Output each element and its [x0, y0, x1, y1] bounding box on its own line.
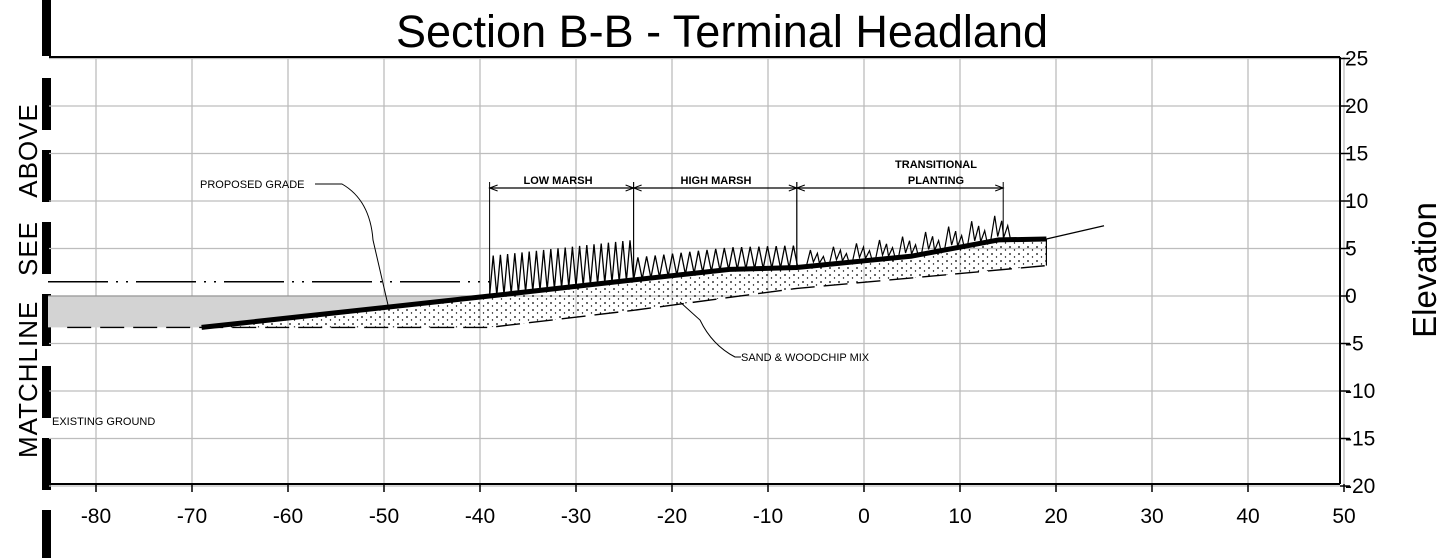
- y-tick-label: -15: [1345, 428, 1375, 451]
- transitional-plant: [921, 231, 943, 254]
- vegetation: [488, 215, 1012, 297]
- y-tick-label: -10: [1345, 380, 1375, 403]
- y-tick-label: 10: [1345, 190, 1368, 213]
- x-tick-label: 30: [1140, 505, 1163, 528]
- x-axis-ticks: -80 -70 -60 -50 -40 -30 -20 -10 0 10 20 30 40 50: [81, 484, 1356, 528]
- zone-arrow: [995, 184, 1005, 192]
- matchline-label: MATCHLINE SEE ABOVE: [13, 103, 43, 458]
- transitional-plant: [805, 249, 827, 267]
- x-tick-label: -80: [81, 505, 111, 528]
- x-tick-label: -40: [465, 505, 495, 528]
- y-tick-label: 15: [1345, 143, 1368, 166]
- grade-extension-line: [1046, 225, 1105, 240]
- x-tick-label: -30: [561, 505, 591, 528]
- x-tick-label: -20: [657, 505, 687, 528]
- transitional-label-line2: PLANTING: [908, 175, 964, 187]
- y-tick-label: 25: [1345, 48, 1368, 71]
- shaded-fill-zone: [48, 296, 490, 328]
- proposed-grade-label: PROPOSED GRADE: [200, 179, 305, 191]
- x-tick-label: -50: [369, 505, 399, 528]
- zone-arrow: [632, 184, 642, 192]
- sand-woodchip-leader: [679, 301, 741, 358]
- y-tick-label: 20: [1345, 95, 1368, 118]
- existing-ground-label: EXISTING GROUND: [52, 416, 155, 428]
- transitional-plant: [990, 215, 1012, 241]
- low-marsh-grass: [488, 240, 635, 297]
- transitional-plant: [828, 246, 851, 264]
- proposed-grade-leader: [315, 183, 389, 306]
- x-tick-label: 20: [1044, 505, 1067, 528]
- sand-woodchip-mix-area: [67, 239, 1047, 328]
- y-tick-label: 0: [1345, 285, 1357, 308]
- zone-arrow: [488, 184, 498, 192]
- zone-arrow: [795, 184, 805, 192]
- transitional-label-line1: TRANSITIONAL: [895, 159, 977, 171]
- transitional-plant: [897, 236, 920, 258]
- high-marsh-grass: [632, 245, 799, 281]
- high-marsh-label: HIGH MARSH: [681, 175, 752, 187]
- transitional-plant: [944, 226, 966, 250]
- low-marsh-label: LOW MARSH: [523, 175, 592, 187]
- y-tick-label: -5: [1345, 333, 1364, 356]
- annotations: PROPOSED GRADE SAND & WOODCHIP MIX EXIST…: [52, 159, 977, 428]
- y-tick-label: -20: [1345, 475, 1375, 498]
- x-tick-label: 40: [1236, 505, 1259, 528]
- transitional-plant: [851, 243, 874, 262]
- y-axis-ticks: 25 20 15 10 5 0 -5 -10 -15 -20: [1340, 48, 1375, 498]
- grid-lines: [49, 57, 1345, 487]
- y-tick-label: 5: [1345, 238, 1357, 261]
- x-tick-label: 50: [1332, 505, 1355, 528]
- x-tick-label: -60: [273, 505, 303, 528]
- drawing-title: Section B-B - Terminal Headland: [396, 6, 1048, 57]
- x-tick-label: 0: [858, 505, 870, 528]
- x-tick-label: 10: [948, 505, 971, 528]
- proposed-grade-line: [201, 236, 1047, 330]
- transitional-plant: [874, 239, 897, 260]
- x-tick-label: -70: [177, 505, 207, 528]
- matchline-bars: [42, 0, 51, 558]
- y-axis-label: Elevation: [1406, 202, 1443, 338]
- transitional-plant: [967, 221, 989, 245]
- x-tick-label: -10: [753, 505, 783, 528]
- existing-ground-line: [67, 264, 1047, 329]
- plot-frame: [49, 56, 1341, 485]
- zone-dimensions: [488, 182, 1005, 296]
- section-profile: [48, 182, 1105, 330]
- sand-woodchip-label: SAND & WOODCHIP MIX: [741, 352, 870, 364]
